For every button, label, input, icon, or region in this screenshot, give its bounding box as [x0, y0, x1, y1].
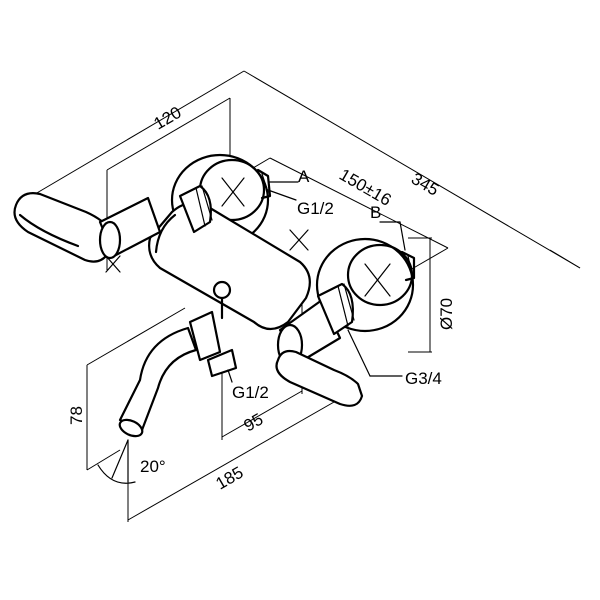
dimension-spout-reach	[127, 389, 356, 522]
label-thread-upper: G1/2	[297, 199, 334, 218]
spout	[118, 310, 238, 438]
label-overall-width: 345	[408, 169, 442, 200]
dimension-spout-angle	[97, 439, 136, 484]
left-handle	[13, 184, 213, 263]
diverter-knob	[212, 280, 232, 320]
label-depth: 120	[151, 103, 185, 134]
mixer-body	[148, 201, 311, 331]
label-spout-angle: 20°	[140, 457, 166, 476]
label-callout-a: A	[298, 167, 310, 186]
label-spout-reach: 185	[213, 463, 247, 494]
leader-lines	[227, 181, 406, 383]
label-rosette-diameter: Ø70	[437, 298, 456, 330]
center-marks	[105, 177, 391, 297]
label-thread-main: G3/4	[405, 369, 442, 388]
right-handle	[275, 282, 364, 407]
dimension-spout-height	[86, 307, 186, 471]
label-inlet-centers: 150±16	[336, 165, 395, 210]
label-spout-height: 78	[67, 406, 86, 425]
label-thread-lower: G1/2	[232, 383, 269, 402]
label-callout-b: B	[370, 203, 381, 222]
dimension-overall-width	[29, 70, 581, 269]
dimension-rosette-diameter	[408, 237, 432, 353]
